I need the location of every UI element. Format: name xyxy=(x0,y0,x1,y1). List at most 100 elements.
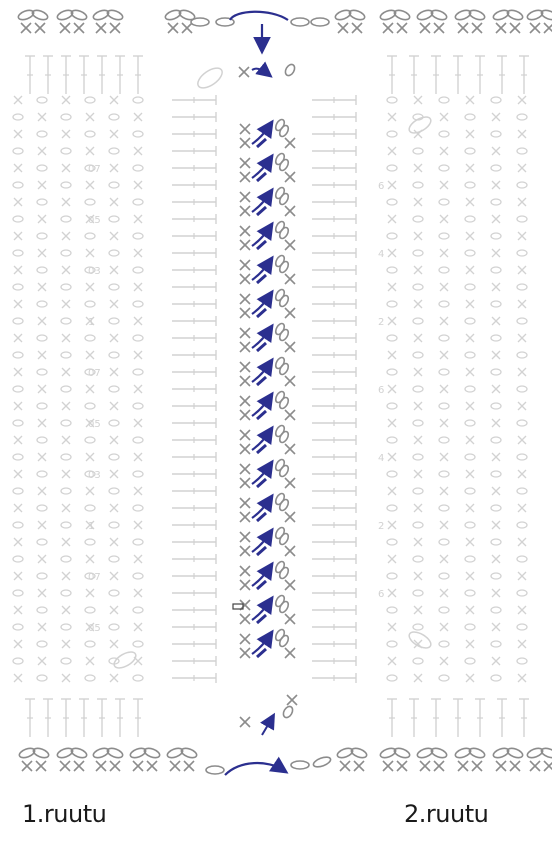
double-crochet-symbol xyxy=(312,588,356,598)
single-crochet-symbol xyxy=(86,181,94,189)
chain-symbol xyxy=(387,267,397,273)
single-crochet-symbol xyxy=(530,23,540,33)
chain-symbol xyxy=(491,539,501,545)
chain-symbol xyxy=(37,607,47,613)
chain-symbol xyxy=(133,97,143,103)
chain-symbol xyxy=(37,301,47,307)
double-crochet-symbol xyxy=(172,231,216,241)
single-crochet-symbol xyxy=(388,385,396,393)
chain-symbol xyxy=(413,182,423,188)
chain-symbol xyxy=(491,369,501,375)
single-crochet-symbol xyxy=(518,198,526,206)
double-crochet-symbol xyxy=(115,56,125,94)
single-crochet-symbol xyxy=(285,274,295,284)
single-crochet-symbol xyxy=(62,164,70,172)
chain-symbol xyxy=(413,590,423,596)
double-crochet-symbol xyxy=(312,639,356,649)
single-crochet-symbol xyxy=(240,342,250,352)
single-crochet-symbol xyxy=(340,761,350,771)
single-crochet-symbol xyxy=(388,521,396,529)
single-crochet-symbol xyxy=(14,300,22,308)
single-crochet-symbol xyxy=(110,198,118,206)
chain-symbol xyxy=(133,199,143,205)
single-crochet-symbol xyxy=(86,147,94,155)
bottom-edge-row xyxy=(18,695,552,775)
double-crochet-symbol xyxy=(312,469,356,479)
single-crochet-symbol xyxy=(414,198,422,206)
single-crochet-symbol xyxy=(35,23,45,33)
single-crochet-symbol xyxy=(414,606,422,614)
chain-symbol xyxy=(387,607,397,613)
join-arrow xyxy=(252,227,270,246)
single-crochet-symbol xyxy=(285,648,295,658)
join-arrow xyxy=(252,125,270,144)
caption-square-2: 2.ruutu xyxy=(404,800,488,828)
single-crochet-symbol xyxy=(240,410,250,420)
single-crochet-symbol xyxy=(434,761,444,771)
double-crochet-symbol xyxy=(43,699,53,737)
single-crochet-symbol xyxy=(240,308,250,318)
chain-symbol xyxy=(278,532,290,546)
single-crochet-symbol xyxy=(492,113,500,121)
chain-symbol xyxy=(13,658,23,664)
single-crochet-symbol xyxy=(388,249,396,257)
single-crochet-symbol xyxy=(440,113,448,121)
single-crochet-symbol xyxy=(518,300,526,308)
single-crochet-symbol xyxy=(240,648,250,658)
single-crochet-symbol xyxy=(60,761,70,771)
join-stitch-cluster xyxy=(240,526,295,556)
single-crochet-symbol xyxy=(134,215,142,223)
single-crochet-symbol xyxy=(14,232,22,240)
chain-symbol xyxy=(517,522,527,528)
chain-symbol xyxy=(61,148,71,154)
single-crochet-symbol xyxy=(38,351,46,359)
single-crochet-symbol xyxy=(38,147,46,155)
double-crochet-symbol xyxy=(312,452,356,462)
single-crochet-symbol xyxy=(240,260,250,270)
single-crochet-symbol xyxy=(414,96,422,104)
chain-symbol xyxy=(278,328,290,342)
single-crochet-symbol xyxy=(285,138,295,148)
double-crochet-symbol xyxy=(312,197,356,207)
chain-symbol xyxy=(439,267,449,273)
chain-symbol xyxy=(517,386,527,392)
chain-symbol xyxy=(133,267,143,273)
single-crochet-symbol xyxy=(62,198,70,206)
single-crochet-symbol xyxy=(62,232,70,240)
chain-symbol xyxy=(517,624,527,630)
single-crochet-symbol xyxy=(388,419,396,427)
chain-symbol xyxy=(109,454,119,460)
single-crochet-symbol xyxy=(14,538,22,546)
single-crochet-symbol xyxy=(388,113,396,121)
single-crochet-symbol xyxy=(492,385,500,393)
chain-symbol xyxy=(439,641,449,647)
single-crochet-symbol xyxy=(38,589,46,597)
double-crochet-symbol xyxy=(475,699,485,737)
single-crochet-symbol xyxy=(414,470,422,478)
single-crochet-symbol xyxy=(414,266,422,274)
single-crochet-symbol xyxy=(518,164,526,172)
single-crochet-symbol xyxy=(388,555,396,563)
single-crochet-symbol xyxy=(62,640,70,648)
chain-symbol xyxy=(133,607,143,613)
single-crochet-symbol xyxy=(285,614,295,624)
single-crochet-symbol xyxy=(285,512,295,522)
chain-symbol xyxy=(491,267,501,273)
double-crochet-symbol xyxy=(61,56,71,94)
double-crochet-symbol xyxy=(172,503,216,513)
single-crochet-symbol xyxy=(38,453,46,461)
double-crochet-symbol xyxy=(519,56,529,94)
chain-symbol xyxy=(178,9,196,22)
single-crochet-symbol xyxy=(285,240,295,250)
double-crochet-symbol xyxy=(172,401,216,411)
join-stitch-cluster xyxy=(240,356,295,386)
single-crochet-symbol xyxy=(38,555,46,563)
chain-symbol xyxy=(430,9,448,22)
join-arrow xyxy=(252,193,270,212)
single-crochet-symbol xyxy=(38,657,46,665)
double-crochet-symbol xyxy=(497,56,507,94)
double-crochet-symbol xyxy=(172,469,216,479)
single-crochet-symbol xyxy=(62,402,70,410)
chain-symbol xyxy=(109,488,119,494)
